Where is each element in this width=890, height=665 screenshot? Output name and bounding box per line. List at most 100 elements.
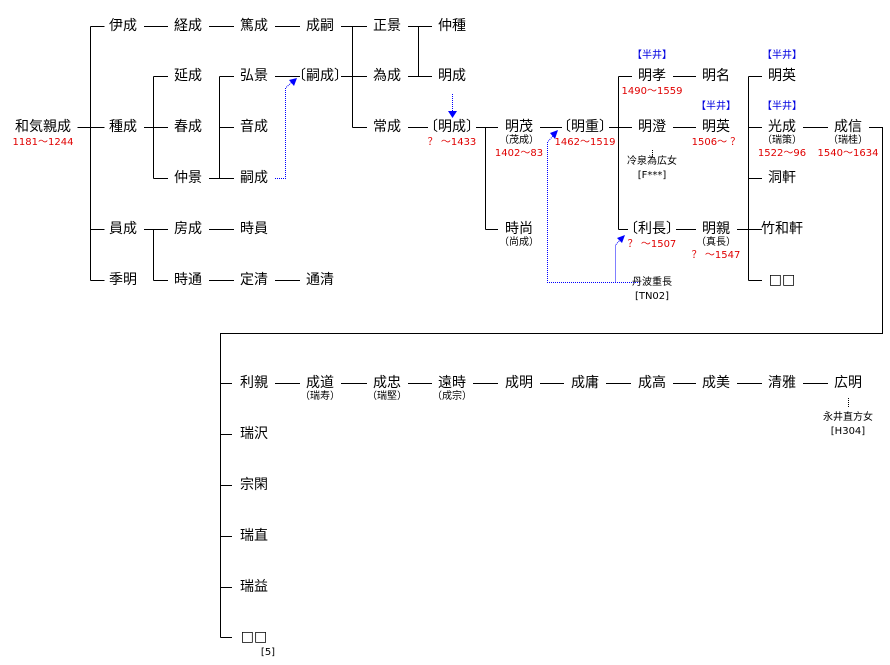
person-atsunari: 篤成 [240,18,268,34]
person-name: 遠時 [438,375,466,391]
person-sueaki: 季明 [109,272,137,288]
person-tokihisa: 時尚（尚成） [499,221,539,248]
person-tsunenari2: 常成 [373,119,401,135]
note-code: [H304] [830,426,866,437]
person-tanenari: 種成 [109,119,137,135]
alt-name: （瑞寿） [300,391,340,402]
alt-name: （真長） [695,237,736,248]
note-reizei: 冷泉為広女 [F***] [627,155,677,183]
person-name: 房成 [174,221,202,237]
person-sadakiyo: 定清 [240,272,268,288]
person-akinari2: 〔明成〕？ 〜1433 [424,119,480,148]
person-name: 利親 [240,375,268,391]
person-akinari: 明成 [438,68,466,84]
person-name: 成信 [834,119,862,135]
person-name: 時尚 [505,221,533,237]
person-korenari: 伊成 [109,18,137,34]
life-dates: 1522〜96 [757,148,807,159]
person-toshichika: 利親 [240,375,268,391]
person-name: 〔明重〕 [557,119,613,135]
person-name: 洞軒 [768,170,796,186]
person-toshinaga: 〔利長〕？ 〜1507 [624,221,680,250]
person-tamenari: 為成 [373,68,401,84]
person-name: 〔利長〕 [624,221,680,237]
note-line: 丹波重長 [632,277,672,288]
person-tokimichi: 時通 [174,272,202,288]
person-kazunari: 員成 [109,221,137,237]
person-name: 竹和軒 [761,221,803,237]
person-naritaka: 成高 [638,375,666,391]
person-name: 時通 [174,272,202,288]
person-naritada: 成忠（瑞堅） [367,375,407,402]
alt-name: （瑞堅） [367,391,407,402]
alt-name: （茂成） [499,135,539,146]
person-name: 瑞直 [240,528,268,544]
person-nariaki: 成明 [505,375,533,391]
person-name: 成美 [702,375,730,391]
person-akihide2: 【半井】明英 [762,51,802,85]
note-five: [5] [261,646,275,660]
person-tsugunari2: 〔嗣成〕 [292,68,348,84]
person-akina: 明名 [702,68,730,84]
life-dates: 1402〜83 [494,148,544,159]
person-name: 春成 [174,119,202,135]
marriage-dotted-lines [652,150,849,408]
person-tokitoki: 遠時（成宗） [432,375,472,402]
person-name: 明英 [768,68,796,84]
person-akichika: 明親（真長） ？ 〜1547 [692,221,741,261]
person-name: 明親 [701,221,730,237]
person-nobunari: 延成 [174,68,202,84]
family-tag: 【半井】 [695,101,736,112]
person-name: 明名 [702,68,730,84]
person-masakage: 正景 [373,18,401,34]
person-name: 仲種 [438,18,466,34]
alt-name: （瑞桂） [828,135,868,146]
person-name: □□ [768,272,796,288]
person-kiyomasa: 清雅 [768,375,796,391]
person-tsugunari: 嗣成 [240,170,268,186]
person-name: 広明 [834,375,862,391]
person-name: 延成 [174,68,202,84]
person-otonari: 音成 [240,119,268,135]
person-name: 音成 [240,119,268,135]
person-zuitaku: 瑞沢 [240,426,268,442]
person-akishige: 明茂（茂成）1402〜83 [495,119,543,159]
person-akishige2: 〔明重〕1462〜1519 [555,119,616,148]
person-nariyoshi: 成美 [702,375,730,391]
person-name: 時員 [240,221,268,237]
life-dates: 1181〜1244 [12,137,74,148]
person-sokan: 宗閑 [240,477,268,493]
person-name: 明英 [701,119,730,135]
note-line: 冷泉為広女 [627,156,677,167]
person-name: 種成 [109,119,137,135]
arrowheads [289,78,625,243]
person-fusanari: 房成 [174,221,202,237]
person-name: 瑞益 [240,579,268,595]
person-zuieki: 瑞益 [240,579,268,595]
life-dates: ？ 〜1547 [691,250,741,261]
person-michikiyo: 通清 [306,272,334,288]
alt-name: （尚成） [499,237,539,248]
person-name: 明孝 [638,68,666,84]
alt-name: （瑞策） [762,135,802,146]
person-hirokage: 弘景 [240,68,268,84]
person-name: □□ [240,629,268,645]
person-name: 為成 [373,68,401,84]
person-name: 成庸 [571,375,599,391]
life-dates: ？ 〜1433 [427,137,477,148]
person-naritsugu: 成嗣 [306,18,334,34]
person-name: 明成 [438,68,466,84]
person-name: 正景 [373,18,401,34]
person-narinobu: 成信（瑞桂） 1540〜1634 [818,119,879,159]
alt-name: （成宗） [432,391,472,402]
life-dates: 1540〜1634 [817,148,879,159]
adoption-arrows [275,81,640,283]
person-name: 宗閑 [240,477,268,493]
family-tag: 【半井】 [762,101,802,112]
person-name: 員成 [109,221,137,237]
note-nagai: 永井直方女 [H304] [823,411,873,439]
person-nakatane: 仲種 [438,18,466,34]
